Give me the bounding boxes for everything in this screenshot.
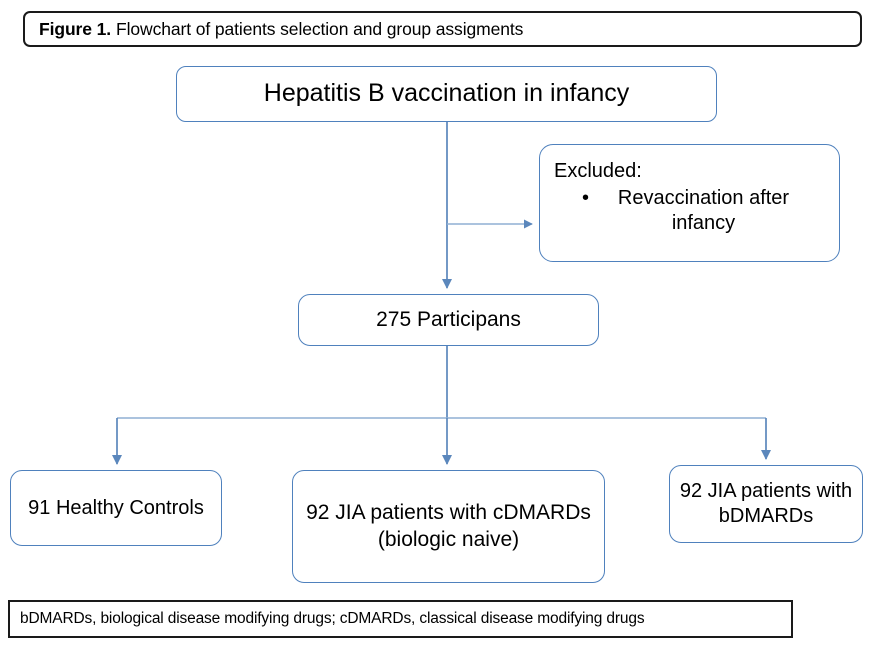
bullet-icon: •: [582, 187, 590, 209]
node-cdmards-group: 92 JIA patients with cDMARDs (biologic n…: [292, 470, 605, 583]
figure-footnote-text: bDMARDs, biological disease modifying dr…: [20, 610, 645, 627]
node-bdmards-group: 92 JIA patients with bDMARDs: [669, 465, 863, 543]
node-healthy-controls: 91 Healthy Controls: [10, 470, 222, 546]
node-excluded-item-text: Revaccination after infancy: [617, 187, 790, 234]
node-excluded-item: • Revaccination after infancy: [554, 186, 823, 236]
figure-caption: Figure 1. Flowchart of patients selectio…: [23, 11, 862, 47]
figure-caption-text: Flowchart of patients selection and grou…: [116, 18, 524, 39]
node-hepatitis-b-vaccination: Hepatitis B vaccination in infancy: [176, 66, 717, 122]
node-vaccination-label: Hepatitis B vaccination in infancy: [263, 79, 630, 108]
node-participants-label: 275 Participans: [376, 307, 521, 331]
node-cdmards-group-label: 92 JIA patients with cDMARDs (biologic n…: [306, 501, 591, 551]
node-bdmards-group-label: 92 JIA patients with bDMARDs: [679, 480, 853, 527]
node-excluded-heading: Excluded:: [554, 160, 642, 182]
figure-footnote: bDMARDs, biological disease modifying dr…: [8, 600, 793, 638]
node-excluded: Excluded: • Revaccination after infancy: [539, 144, 840, 262]
node-healthy-controls-label: 91 Healthy Controls: [28, 496, 204, 519]
figure-caption-label: Figure 1.: [39, 18, 112, 39]
node-participants: 275 Participans: [298, 294, 599, 346]
